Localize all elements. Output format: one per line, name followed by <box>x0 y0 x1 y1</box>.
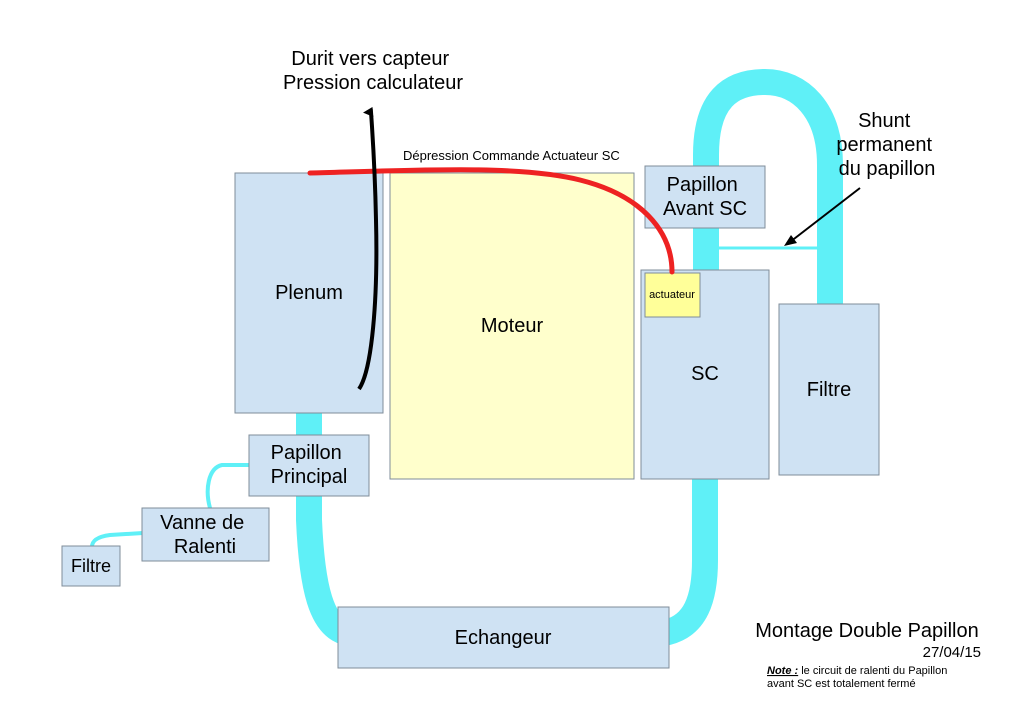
filtre-left-label: Filtre <box>71 556 111 576</box>
shunt-arrow-head <box>784 235 797 246</box>
moteur-box <box>389 172 635 480</box>
echangeur-box <box>337 606 670 669</box>
depression-line <box>307 167 675 275</box>
echangeur-label: Echangeur <box>455 627 552 649</box>
note-line-2: avant SC est totalement fermé <box>767 678 916 690</box>
duct-loop-sc-filtre <box>693 68 843 316</box>
sc-label: SC <box>691 363 719 385</box>
plenum-label: Plenum <box>275 282 343 304</box>
note-text-1: le circuit de ralenti du Papillon <box>798 665 947 677</box>
durit-label: Durit vers capteur Pression calculateur <box>283 48 463 94</box>
diagram-date: 27/04/15 <box>923 644 981 661</box>
filtre-right-label: Filtre <box>807 379 851 401</box>
diagram-title: Montage Double Papillon <box>755 620 979 642</box>
papillon-avant-sc-label: Papillon Avant SC <box>663 174 747 220</box>
filtre-left-box <box>61 545 121 587</box>
filtre-right-box <box>778 303 880 476</box>
depression-label: Dépression Commande Actuateur SC <box>403 148 620 163</box>
plenum-box <box>234 172 384 414</box>
shunt-label: Shunt permanent du papillon <box>836 110 937 180</box>
shunt-arrow <box>789 187 861 243</box>
duct-papillon-vanne <box>205 463 252 510</box>
papillon-principal-label: Papillon Principal <box>271 442 348 488</box>
vanne-ralenti-box <box>141 507 270 562</box>
papillon-principal-box <box>248 434 370 497</box>
actuateur-label: actuateur <box>649 289 695 301</box>
note-line-1: Note : le circuit de ralenti du Papillon <box>767 665 947 677</box>
durit-arrow <box>357 106 379 391</box>
duct-network <box>90 68 843 645</box>
note-label: Note : <box>767 665 799 677</box>
duct-plenum-echangeur <box>296 399 358 645</box>
papillon-avant-sc-box <box>644 165 766 229</box>
moteur-label: Moteur <box>481 315 544 337</box>
duct-vanne-filtre <box>90 531 145 549</box>
duct-echangeur-sc <box>655 465 718 645</box>
components: Plenum Moteur Papillon Avant SC SC actua… <box>61 165 880 669</box>
vanne-ralenti-label: Vanne de Ralenti <box>160 512 250 558</box>
